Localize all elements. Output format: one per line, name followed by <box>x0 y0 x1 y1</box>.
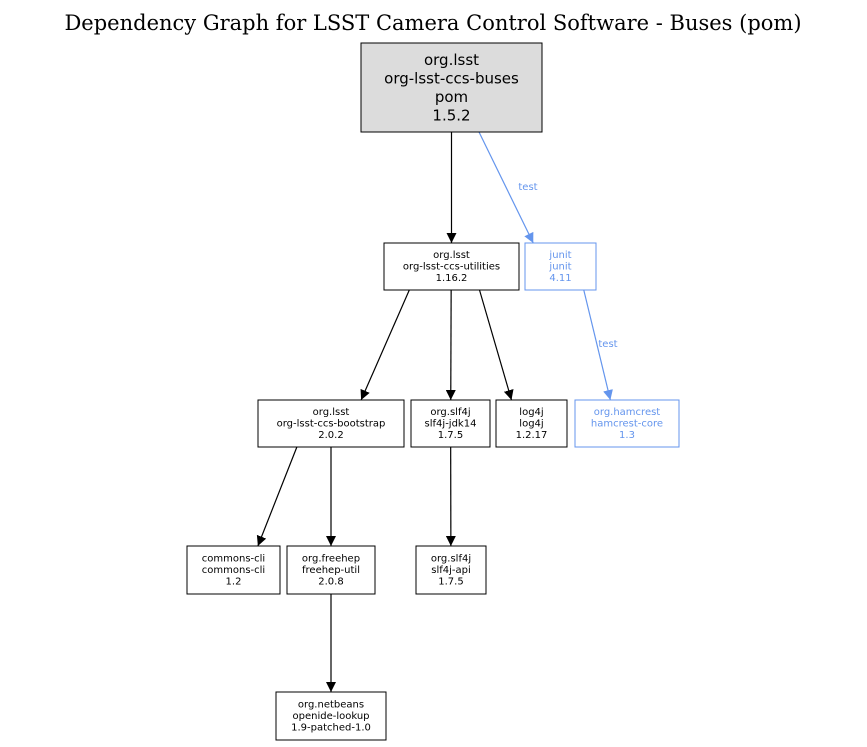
edge-junit-to-hamcrest <box>583 289 613 401</box>
node-box <box>495 399 568 448</box>
node-label-line: org.slf4j <box>431 554 471 565</box>
node-label-line: org.netbeans <box>298 700 364 711</box>
node-label-line: org-lsst-ccs-buses <box>384 69 519 87</box>
node-label-line: commons-cli <box>202 565 265 576</box>
edge-utilities-to-log4j <box>478 289 514 401</box>
edge-bootstrap-to-commons-cli <box>256 446 298 547</box>
node-box <box>574 399 680 448</box>
node-label-line: junit <box>548 262 571 273</box>
node-label-line: freehep-util <box>302 565 360 576</box>
node-label-line: pom <box>435 88 468 106</box>
node-label-line: org-lsst-ccs-utilities <box>403 262 500 273</box>
edge-utilities-to-bootstrap <box>360 289 410 401</box>
node-label-line: org.lsst <box>424 51 479 69</box>
node-box <box>186 545 281 595</box>
node-label-line: 1.7.5 <box>438 577 463 588</box>
edges-layer: test test <box>256 131 618 692</box>
node-label-line: 1.5.2 <box>432 106 470 124</box>
node-label-line: 1.2.17 <box>516 430 548 441</box>
node-label-line: 1.3 <box>619 430 635 441</box>
node-label-line: 1.2 <box>226 577 242 588</box>
edge-label: test <box>518 182 537 193</box>
node-label-line: org.hamcrest <box>594 407 661 418</box>
node-label-line: openide-lookup <box>292 711 369 722</box>
node-openide: org.netbeansopenide-lookup1.9-patched-1.… <box>275 691 387 741</box>
nodes-layer: org.lsstorg-lsst-ccs-busespom1.5.2org.ls… <box>186 42 680 741</box>
node-label-line: slf4j-jdk14 <box>425 419 477 430</box>
node-box <box>415 545 487 595</box>
node-box <box>275 691 387 741</box>
node-label-line: log4j <box>519 419 543 430</box>
node-label-line: org.slf4j <box>430 407 470 418</box>
node-box <box>360 42 543 133</box>
node-label-line: hamcrest-core <box>591 419 663 430</box>
node-label-line: org.lsst <box>313 407 350 418</box>
node-label-line: 1.7.5 <box>438 430 463 441</box>
node-label-line: 1.16.2 <box>436 273 468 284</box>
node-box <box>383 242 520 291</box>
node-label-line: org-lsst-ccs-bootstrap <box>277 419 386 430</box>
node-box <box>410 399 491 448</box>
node-label-line: 2.0.2 <box>318 430 343 441</box>
node-label-line: junit <box>548 250 571 261</box>
node-label-line: 4.11 <box>549 273 571 284</box>
node-label-line: slf4j-api <box>431 565 471 576</box>
node-label-line: commons-cli <box>202 554 265 565</box>
node-box <box>286 545 376 595</box>
node-label-line: org.freehep <box>302 554 360 565</box>
graph-title: Dependency Graph for LSST Camera Control… <box>64 11 801 35</box>
edge-root-to-junit <box>478 131 534 244</box>
edge-label: test <box>598 339 617 350</box>
node-box <box>524 242 597 291</box>
node-label-line: org.lsst <box>433 250 470 261</box>
node-box <box>257 399 405 448</box>
node-label-line: log4j <box>519 407 543 418</box>
node-label-line: 2.0.8 <box>318 577 343 588</box>
node-label-line: 1.9-patched-1.0 <box>291 723 371 734</box>
